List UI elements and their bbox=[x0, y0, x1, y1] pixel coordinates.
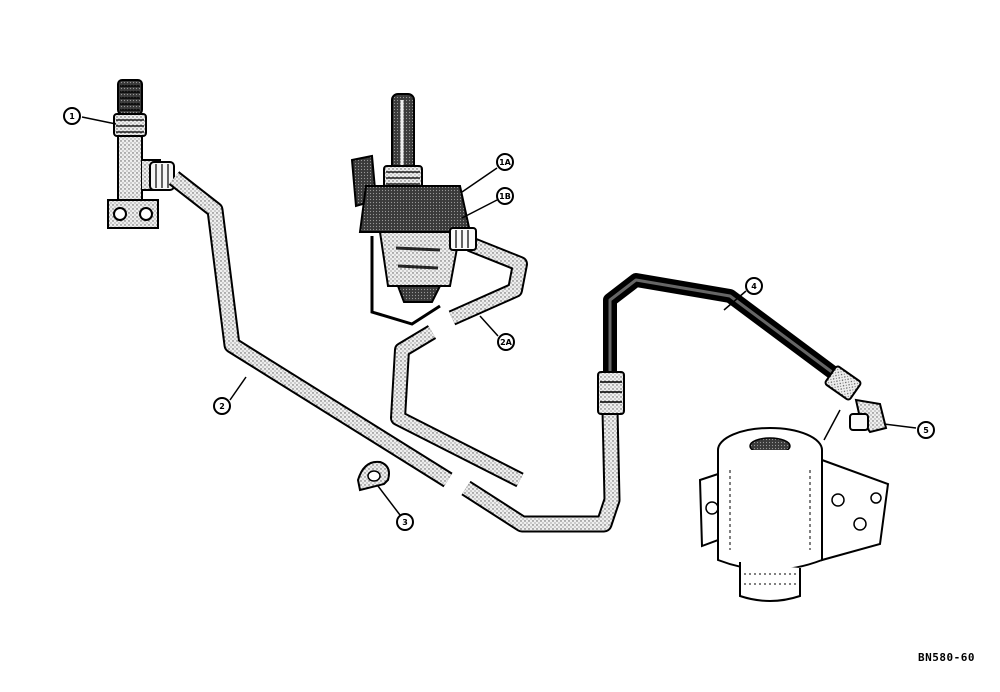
flexible-hose-4 bbox=[597, 273, 862, 415]
fuel-pump bbox=[698, 427, 890, 602]
callout-3: 3 bbox=[396, 513, 414, 531]
callout-5-label: 5 bbox=[923, 426, 929, 435]
pipe-2-lower bbox=[461, 409, 621, 533]
callout-1b: 1B bbox=[496, 187, 514, 205]
pipe-clip-3 bbox=[356, 460, 390, 492]
callout-1b-label: 1B bbox=[499, 192, 511, 201]
callout-1a: 1A bbox=[496, 153, 514, 171]
figure-code: BN580-60 bbox=[918, 651, 975, 664]
pipe-2a bbox=[390, 236, 528, 488]
callout-1a-label: 1A bbox=[499, 158, 512, 167]
callout-2a-label: 2A bbox=[500, 338, 513, 347]
callout-2a: 2A bbox=[497, 333, 515, 351]
shutoff-valve bbox=[107, 79, 175, 229]
leader-lines bbox=[81, 116, 917, 516]
callout-2-label: 2 bbox=[219, 402, 225, 411]
callout-1-label: 1 bbox=[69, 112, 75, 121]
callout-4-label: 4 bbox=[751, 282, 757, 291]
callout-2: 2 bbox=[213, 397, 231, 415]
callout-3-label: 3 bbox=[402, 518, 408, 527]
callout-5: 5 bbox=[917, 421, 935, 439]
pipe-2 bbox=[168, 171, 453, 488]
fuel-filter-assembly bbox=[350, 93, 477, 326]
callout-4: 4 bbox=[745, 277, 763, 295]
callout-1: 1 bbox=[63, 107, 81, 125]
elbow-fitting-5 bbox=[849, 398, 888, 434]
